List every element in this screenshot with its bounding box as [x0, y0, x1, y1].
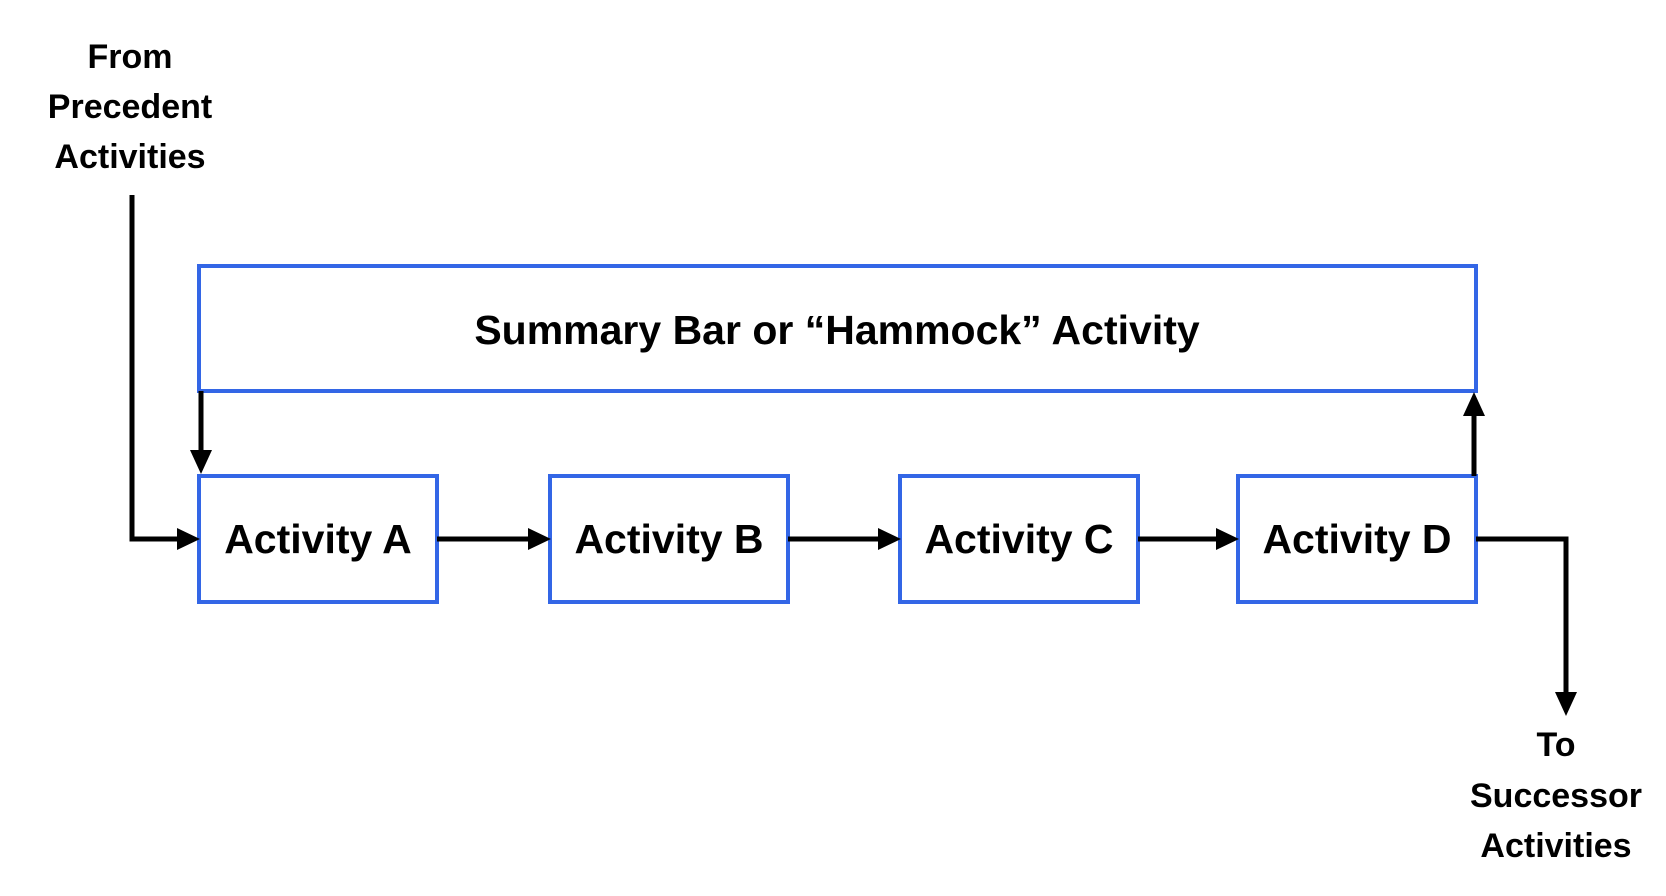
sink-label-line-2: Successor: [1470, 777, 1642, 815]
activity-box-b-frame: [548, 474, 790, 604]
sink-label: To Successor Activities: [1470, 726, 1642, 865]
summary-bar-box: [197, 264, 1478, 393]
activity-box-d-label: Activity D: [1262, 516, 1451, 562]
arrow-precedent-to-a-head: [177, 528, 200, 550]
sink-label-line-1: To: [1536, 726, 1575, 764]
activity-box-a-label: Activity A: [224, 516, 412, 562]
arrow-a-to-b-head: [528, 528, 551, 550]
activity-box-d-frame: [1236, 474, 1478, 604]
sink-label-line-3: Activities: [1480, 827, 1631, 865]
summary-bar-label: Summary Bar or “Hammock” Activity: [474, 307, 1200, 353]
arrow-d-to-successor-head: [1555, 692, 1577, 716]
activity-box-c[interactable]: Activity C: [898, 474, 1140, 604]
activity-box-c-label: Activity C: [924, 516, 1113, 562]
source-label: From Precedent Activities: [48, 38, 212, 176]
activity-box-a[interactable]: Activity A: [197, 474, 439, 604]
arrow-d-to-successor: [1476, 536, 1577, 716]
arrow-precedent-to-a: [129, 195, 200, 550]
arrow-c-to-d: [1138, 528, 1239, 550]
arrow-summary-to-a: [190, 391, 212, 474]
activity-box-b[interactable]: Activity B: [548, 474, 790, 604]
source-label-line-2: Precedent: [48, 88, 212, 126]
arrow-summary-to-a-head: [190, 450, 212, 474]
arrow-d-to-successor-line: [1476, 536, 1569, 695]
arrow-d-to-summary: [1463, 392, 1485, 476]
arrow-b-to-c-head: [878, 528, 901, 550]
source-label-line-1: From: [88, 38, 173, 76]
source-label-line-3: Activities: [54, 138, 205, 176]
activity-box-b-label: Activity B: [574, 516, 763, 562]
activity-box-a-frame: [197, 474, 439, 604]
arrow-b-to-c: [788, 528, 901, 550]
arrow-c-to-d-head: [1216, 528, 1239, 550]
summary-bar[interactable]: Summary Bar or “Hammock” Activity: [197, 264, 1478, 393]
arrow-precedent-to-a-line: [129, 195, 180, 542]
activity-box-d[interactable]: Activity D: [1236, 474, 1478, 604]
arrow-d-to-summary-head: [1463, 392, 1485, 416]
arrow-a-to-b: [437, 528, 551, 550]
